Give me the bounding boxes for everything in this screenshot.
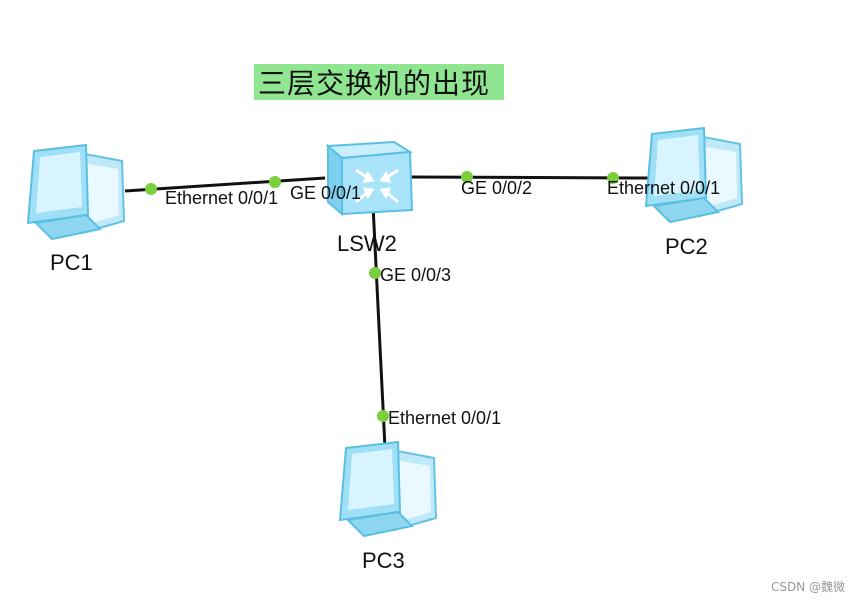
watermark: CSDN @魏微 — [770, 580, 845, 594]
device-label-pc3: PC3 — [362, 548, 405, 573]
port-label-pc2-eth: Ethernet 0/0/1 — [607, 178, 721, 198]
port-label-lsw2-ge3: GE 0/0/3 — [380, 265, 452, 285]
port-dot-lsw2-ge3[interactable] — [369, 267, 381, 279]
pc-icon[interactable] — [26, 143, 126, 241]
port-dots — [145, 171, 619, 422]
pc-icon[interactable] — [644, 126, 744, 224]
port-dot-lsw2-ge1[interactable] — [269, 176, 281, 188]
title-highlight — [254, 64, 504, 100]
port-dot-pc3-eth[interactable] — [377, 410, 389, 422]
link-lsw2-pc3[interactable] — [371, 204, 387, 449]
link-pc1-lsw2[interactable] — [124, 176, 326, 193]
pc-icon[interactable] — [338, 440, 438, 538]
port-label-lsw2-ge2: GE 0/0/2 — [461, 178, 533, 198]
device-label-pc2: PC2 — [665, 234, 708, 259]
port-label-lsw2-ge1: GE 0/0/1 — [290, 183, 362, 203]
port-dot-lsw2-ge2[interactable] — [461, 171, 473, 183]
diagram-title: 三层交换机的出现 — [258, 67, 491, 100]
port-label-pc1-eth: Ethernet 0/0/1 — [165, 188, 279, 208]
port-label-pc3-eth: Ethernet 0/0/1 — [388, 408, 502, 428]
port-dot-pc1-eth[interactable] — [145, 183, 157, 195]
port-dot-pc2-eth[interactable] — [607, 172, 619, 184]
layer3-switch-icon[interactable] — [325, 140, 414, 217]
device-label-lsw2: LSW2 — [337, 231, 397, 256]
device-label-pc1: PC1 — [50, 250, 93, 275]
